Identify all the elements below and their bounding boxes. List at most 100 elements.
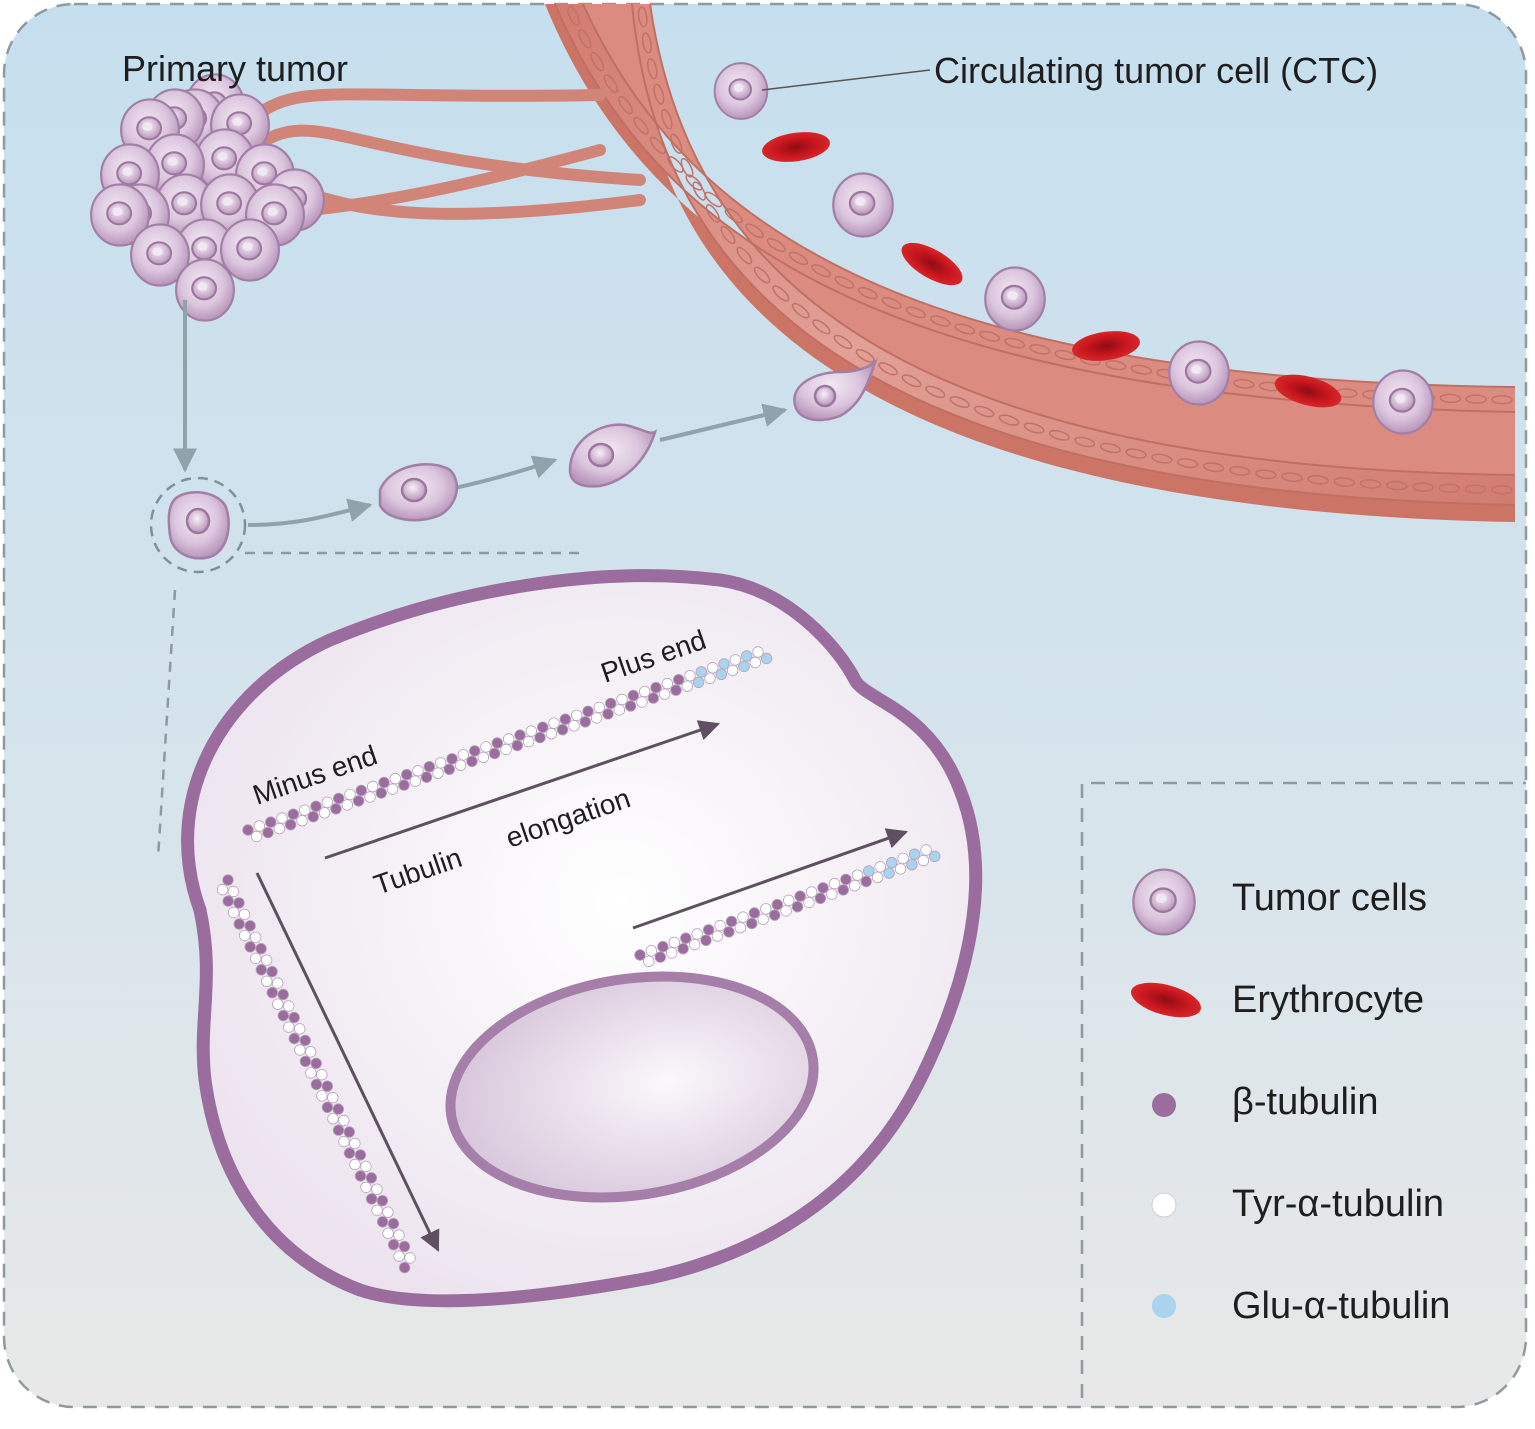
tubulin-subunit: [253, 820, 265, 832]
tubulin-subunit: [851, 869, 864, 881]
tubulin-subunit: [897, 852, 909, 865]
tubulin-subunit: [488, 747, 501, 760]
tubulin-subunit: [316, 1068, 328, 1081]
tubulin-subunit: [757, 913, 769, 926]
tubulin-subunit: [332, 1103, 345, 1115]
tubulin-subunit: [670, 684, 682, 696]
tubulin-subunit: [365, 1172, 378, 1184]
vessel-wall-cell: [1386, 480, 1408, 491]
elongation-arrows: [255, 720, 908, 1252]
vessel-wall-cell: [954, 323, 976, 335]
vessel-wall-cell: [1412, 482, 1434, 492]
tubulin-subunit: [393, 1250, 405, 1262]
tubulin-subunit: [734, 922, 747, 934]
tubulin-subunit: [634, 949, 646, 961]
tubulin-subunit: [677, 943, 689, 955]
tubulin-subunit: [272, 998, 284, 1010]
tubulin-subunit: [500, 743, 512, 756]
tubulin-subunit: [791, 901, 804, 913]
migrating-cell-2: [568, 423, 658, 488]
vessel-wall-cell: [1203, 462, 1225, 473]
tubulin-subunit: [398, 779, 410, 791]
tubulin-subunit: [668, 936, 681, 949]
tubulin-subunit: [287, 808, 300, 820]
legend-label-tumor-cells: Tumor cells: [1232, 877, 1427, 919]
tubulin-subunit: [343, 1126, 356, 1138]
ctc-cell-2: [832, 172, 894, 238]
tubulin-subunit: [266, 965, 278, 978]
vessel-wall-cell: [811, 264, 831, 278]
tubulin-subunit: [645, 945, 658, 957]
vessel-wall-cell: [1359, 479, 1382, 489]
tubulin-subunit: [805, 886, 818, 898]
tubulin-subunit: [349, 1137, 361, 1150]
tubulin-subunit: [262, 826, 274, 839]
tubulin-subunit: [288, 1011, 300, 1024]
tubulin-subunit: [863, 865, 875, 877]
tubulin-subunit: [222, 874, 234, 886]
tubulin-subunit: [654, 951, 667, 963]
tubulin-subunit: [376, 1216, 389, 1228]
vessel-wall-cell: [1233, 378, 1255, 389]
tubulin-subunit: [216, 883, 229, 896]
tubulin-subunit: [310, 800, 322, 813]
tubulin-subunit: [688, 938, 701, 951]
migration-arrows: [173, 300, 788, 527]
tumor-cell: [219, 218, 281, 282]
legend-label-tyr-alpha-tubulin: Tyr-α-tubulin: [1232, 1183, 1444, 1225]
tubulin-subunit: [288, 1032, 301, 1045]
vessel-wall-cell: [590, 51, 605, 72]
tubulin-subunit: [423, 761, 436, 773]
tubulin-subunit: [265, 816, 277, 828]
tubulin-subunit: [522, 735, 535, 748]
tubulin-subunit: [387, 1217, 400, 1230]
vessel-wall-cell: [1151, 453, 1173, 464]
vessel-wall-cell: [641, 32, 652, 54]
tubulin-subunit: [826, 888, 838, 900]
tubulin-subunit: [354, 1149, 367, 1161]
tubulin-subunit: [627, 689, 640, 702]
vessel-wall-cell: [1491, 485, 1513, 495]
vessel-wall-cell: [1029, 344, 1051, 355]
tubulin-subunit: [681, 680, 694, 692]
tubulin-subunit: [714, 919, 726, 932]
vessel-wall-cell: [925, 385, 946, 399]
tubulin-subunit: [404, 1252, 416, 1264]
tubulin-subunit: [695, 666, 708, 678]
glu-alpha-tubulin-dot: [1152, 1294, 1176, 1318]
tubulin-subunit: [680, 932, 692, 944]
tubulin-subunit: [344, 788, 356, 801]
vessel-wall-cell: [812, 319, 831, 335]
tubulin-subunit: [360, 1160, 372, 1173]
vessel-wall-cell: [878, 362, 898, 376]
legend-label-erythrocyte: Erythrocyte: [1232, 979, 1424, 1021]
tubulin-subunit: [341, 799, 354, 811]
tubulin-subunit: [613, 704, 626, 716]
tubulin-subunit: [321, 1101, 334, 1114]
tubulin-subunit: [352, 795, 365, 807]
tubulin-subunit: [354, 1170, 367, 1182]
tubulin-subunit: [244, 920, 256, 932]
vessel-wall-cell: [603, 74, 619, 94]
tubulin-subunit: [514, 729, 526, 741]
tubulin-subunit: [343, 1147, 356, 1159]
tubulin-subunit: [443, 763, 456, 776]
ctc-cell-1: [713, 62, 769, 120]
tubulin-subunit: [299, 804, 311, 816]
tubulin-subunit: [283, 1000, 295, 1012]
tubulin-subunit: [725, 915, 738, 928]
tubulin-subunit: [321, 796, 334, 809]
tubulin-subunit: [503, 733, 515, 745]
tubulin-subunit: [828, 877, 841, 890]
tubulin-subunit: [748, 907, 761, 919]
tubulin-subunit: [389, 772, 402, 785]
blood-vessel: [545, 3, 1516, 522]
vessel-wall-cell: [667, 155, 684, 173]
tubulin-subunit: [849, 880, 861, 892]
tubulin-subunit: [277, 1009, 290, 1022]
ctc-leader-line: [761, 69, 931, 91]
vessel-wall-cell: [653, 83, 665, 105]
tubulin-subunit: [446, 753, 458, 765]
tubulin-subunit: [545, 728, 558, 740]
tubulin-subunit: [917, 854, 930, 867]
